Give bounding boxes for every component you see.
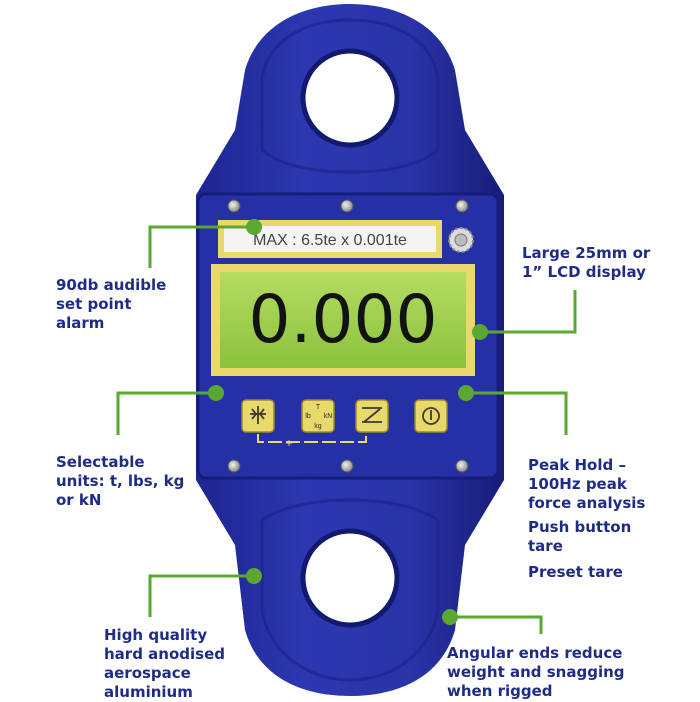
callout-leaders (116, 225, 577, 634)
screw (340, 459, 354, 473)
lcd-reading: 0.000 (249, 281, 438, 358)
alarm-speaker-icon (448, 227, 474, 253)
callout-preset-tare: Preset tare (528, 563, 623, 581)
screw (455, 459, 469, 473)
plus-mark: + (285, 436, 292, 450)
screw (340, 199, 354, 213)
svg-text:kg: kg (314, 423, 322, 430)
peak-hold-icon (362, 407, 382, 423)
leader-peak (466, 391, 568, 435)
keypad-connector (257, 434, 367, 443)
power-icon (422, 407, 440, 425)
callout-aluminium: High quality hard anodised aerospace alu… (104, 626, 225, 701)
dot-ends (442, 609, 458, 625)
units-icon: T lb kN kg (305, 404, 332, 430)
dot-lcd (472, 324, 488, 340)
peak-hold-button[interactable] (355, 399, 389, 433)
leader-ends (450, 615, 543, 634)
leader-units (116, 391, 216, 435)
zero-tare-button[interactable] (241, 399, 275, 433)
dot-aluminium (246, 568, 262, 584)
leader-lcd (480, 290, 577, 334)
bottom-shackle-edge (260, 498, 440, 682)
callout-units: Selectable units: t, lbs, kg or kN (56, 453, 185, 509)
svg-text:kN: kN (324, 413, 333, 420)
units-button[interactable]: T lb kN kg (301, 399, 335, 433)
dot-alarm (246, 219, 262, 235)
callout-alarm: 90db audible set point alarm (56, 276, 167, 332)
bottom-shackle-hole (300, 528, 400, 628)
zero-tare-icon (250, 406, 266, 424)
screw (227, 459, 241, 473)
max-capacity-text: MAX : 6.5te x 0.001te (253, 232, 407, 249)
callout-peak-hold: Peak Hold – 100Hz peak force analysis (528, 456, 646, 512)
screw (455, 199, 469, 213)
callout-lcd: Large 25mm or 1” LCD display (522, 244, 651, 281)
callout-angular-ends: Angular ends reduce weight and snagging … (447, 644, 625, 700)
power-button[interactable] (414, 399, 448, 433)
svg-text:lb: lb (305, 413, 311, 420)
dot-peak (458, 385, 474, 401)
svg-text:T: T (316, 404, 321, 411)
screw (227, 199, 241, 213)
callout-push-tare: Push button tare (528, 518, 632, 555)
top-shackle-hole (300, 48, 400, 148)
leader-alarm (148, 225, 254, 268)
callout-dots (208, 219, 488, 625)
leader-aluminium (148, 574, 254, 617)
lcd-screen (220, 272, 466, 368)
top-shackle-edge (260, 18, 440, 174)
dot-units (208, 385, 224, 401)
